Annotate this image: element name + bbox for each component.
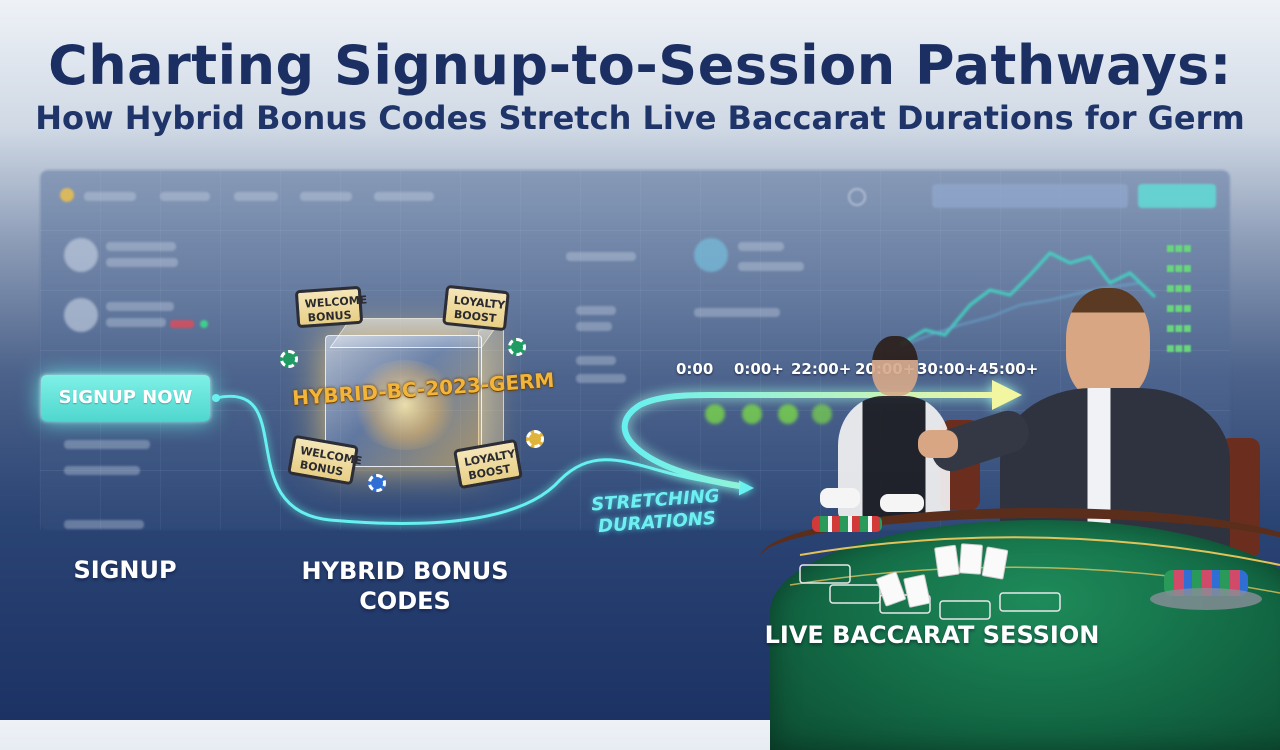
nav-item-placeholder: [84, 192, 136, 201]
panel-row-placeholder: [694, 308, 780, 317]
timeline-dot: [778, 404, 798, 424]
sidebar-row-placeholder: [106, 258, 178, 267]
timeline-dot: [742, 404, 762, 424]
search-input[interactable]: [932, 184, 1128, 208]
chip-stack: [812, 516, 882, 532]
signup-now-button[interactable]: SIGNUP NOW: [41, 375, 210, 421]
panel-row-placeholder: [576, 322, 612, 331]
avatar-icon: [64, 298, 98, 332]
panel-row-placeholder: [738, 242, 784, 251]
loyalty-boost-tag: LOYALTY BOOST: [442, 284, 510, 332]
stage-label-line: CODES: [359, 587, 451, 615]
panel-row-placeholder: [738, 262, 804, 271]
sidebar-row-placeholder: [64, 440, 150, 449]
page-title: Charting Signup-to-Session Pathways:: [48, 34, 1232, 97]
flow-path: [212, 380, 1022, 525]
chip-icon: [508, 338, 526, 356]
sidebar-row-placeholder: [106, 242, 176, 251]
tag-line: BONUS: [307, 308, 352, 325]
avatar-icon: [694, 238, 728, 272]
timeline-tick: 22:00+: [791, 360, 852, 378]
timeline-tick: 45:00+: [978, 360, 1039, 378]
panel-row-placeholder: [576, 374, 626, 383]
settings-icon: [848, 188, 866, 206]
panel-row-placeholder: [576, 306, 616, 315]
stage-label-signup: SIGNUP: [73, 556, 177, 584]
sidebar-row-placeholder: [64, 520, 144, 529]
status-dot-icon: [200, 320, 208, 328]
timeline-tick: 0:00: [676, 360, 714, 378]
nav-item-placeholder: [234, 192, 278, 201]
sidebar-row-placeholder: [106, 318, 166, 327]
nav-item-placeholder: [300, 192, 352, 201]
chip-tray: [1150, 588, 1262, 610]
logo-dot-icon: [60, 188, 74, 202]
chip-icon: [368, 474, 386, 492]
stage-label-hybrid: HYBRID BONUS CODES: [275, 556, 535, 616]
timeline-tick: 30:00+: [917, 360, 978, 378]
playing-card: [958, 543, 984, 575]
panel-row-placeholder: [566, 252, 636, 261]
dealer-hand: [880, 494, 924, 512]
player-head: [1066, 288, 1150, 400]
sidebar-row-placeholder: [106, 302, 174, 311]
sidebar-row-placeholder: [64, 466, 140, 475]
timeline-dot: [705, 404, 725, 424]
nav-item-placeholder: [374, 192, 434, 201]
timeline-dot: [812, 404, 832, 424]
metrics-column: ■■■ ■■■ ■■■ ■■■ ■■■ ■■■: [1166, 244, 1192, 354]
stage-label-line: HYBRID BONUS: [301, 557, 509, 585]
chip-icon: [280, 350, 298, 368]
status-badge: [170, 320, 194, 328]
welcome-bonus-tag: WELCOME BONUS: [294, 285, 368, 329]
dealer-hand: [820, 488, 860, 508]
chip-icon: [526, 430, 544, 448]
stage-label-session: LIVE BACCARAT SESSION: [764, 621, 1100, 649]
table-rim: [760, 508, 1280, 558]
stretching-durations-caption: STRETCHING DURATIONS: [591, 486, 722, 539]
dealer-head: [872, 336, 918, 396]
panel-row-placeholder: [576, 356, 616, 365]
playing-card: [934, 544, 960, 578]
timeline-tick: 0:00+: [734, 360, 784, 378]
avatar-icon: [64, 238, 98, 272]
page-subtitle: How Hybrid Bonus Codes Stretch Live Bacc…: [35, 99, 1245, 137]
baccarat-table: [770, 520, 1280, 750]
top-action-button[interactable]: [1138, 184, 1216, 208]
nav-item-placeholder: [160, 192, 210, 201]
player-hand: [918, 430, 958, 458]
